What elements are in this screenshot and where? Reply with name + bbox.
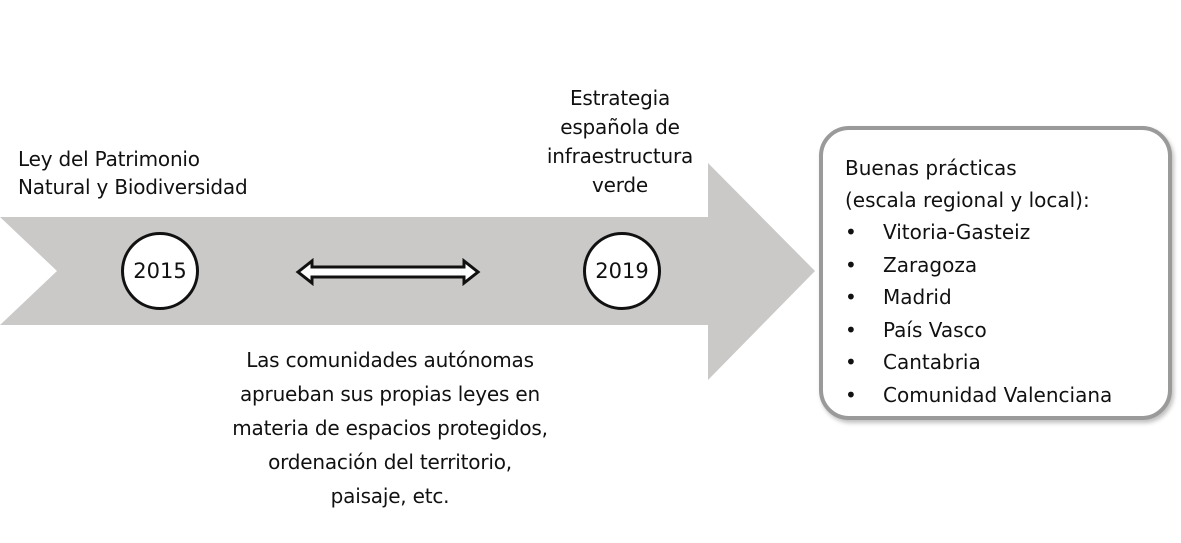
description-line: paisaje, etc. [330, 484, 450, 508]
bullet-icon: • [845, 285, 857, 309]
bullet-icon: • [845, 252, 857, 277]
event-2019-label-line: verde [591, 173, 648, 197]
event-2015-label-line: Ley del Patrimonio [18, 147, 200, 171]
list-item-label: Cantabria [883, 350, 981, 374]
year-circle-2019: 2019 [583, 232, 661, 310]
year-label: 2015 [133, 259, 187, 283]
list-item-label: Vitoria-Gasteiz [883, 220, 1031, 244]
list-item-label: Zaragoza [883, 252, 978, 277]
list-item: • Zaragoza [845, 249, 1112, 282]
list-item: • Comunidad Valenciana [845, 379, 1112, 412]
list-item: • Madrid [845, 281, 1112, 314]
description-line: materia de espacios protegidos, [232, 416, 548, 440]
good-practices-title: Buenas prácticas (escala regional y loca… [845, 152, 1090, 216]
year-label: 2019 [595, 259, 649, 283]
bullet-icon: • [845, 382, 857, 407]
description-line: Las comunidades autónomas [246, 348, 534, 372]
event-2015-label-line: Natural y Biodiversidad [18, 175, 248, 199]
event-2015-label: Ley del Patrimonio Natural y Biodiversid… [18, 145, 248, 201]
bullet-icon: • [845, 220, 857, 244]
double-headed-arrow-icon [295, 257, 481, 287]
good-practices-box: Buenas prácticas (escala regional y loca… [819, 126, 1172, 420]
list-item-label: País Vasco [883, 317, 987, 342]
title-line: Buenas prácticas [845, 156, 1017, 180]
description-line: aprueban sus propias leyes en [240, 382, 540, 406]
year-circle-2015: 2015 [121, 232, 199, 310]
description-line: ordenación del territorio, [268, 450, 512, 474]
list-item: • Vitoria-Gasteiz [845, 216, 1112, 249]
bullet-icon: • [845, 350, 857, 374]
event-2019-label-line: española de [560, 115, 680, 139]
event-2019-label-line: infraestructura [546, 144, 694, 168]
event-2019-label: Estrategia española de infraestructura v… [520, 84, 720, 200]
bullet-icon: • [845, 317, 857, 342]
good-practices-list: • Vitoria-Gasteiz • Zaragoza • Madrid • … [845, 216, 1112, 411]
event-2019-label-line: Estrategia [569, 86, 671, 110]
list-item-label: Madrid [883, 285, 952, 309]
title-line: (escala regional y local): [845, 188, 1090, 212]
list-item: • País Vasco [845, 314, 1112, 347]
interval-description: Las comunidades autónomas aprueban sus p… [190, 343, 590, 513]
list-item-label: Comunidad Valenciana [883, 382, 1113, 407]
list-item: • Cantabria [845, 346, 1112, 379]
